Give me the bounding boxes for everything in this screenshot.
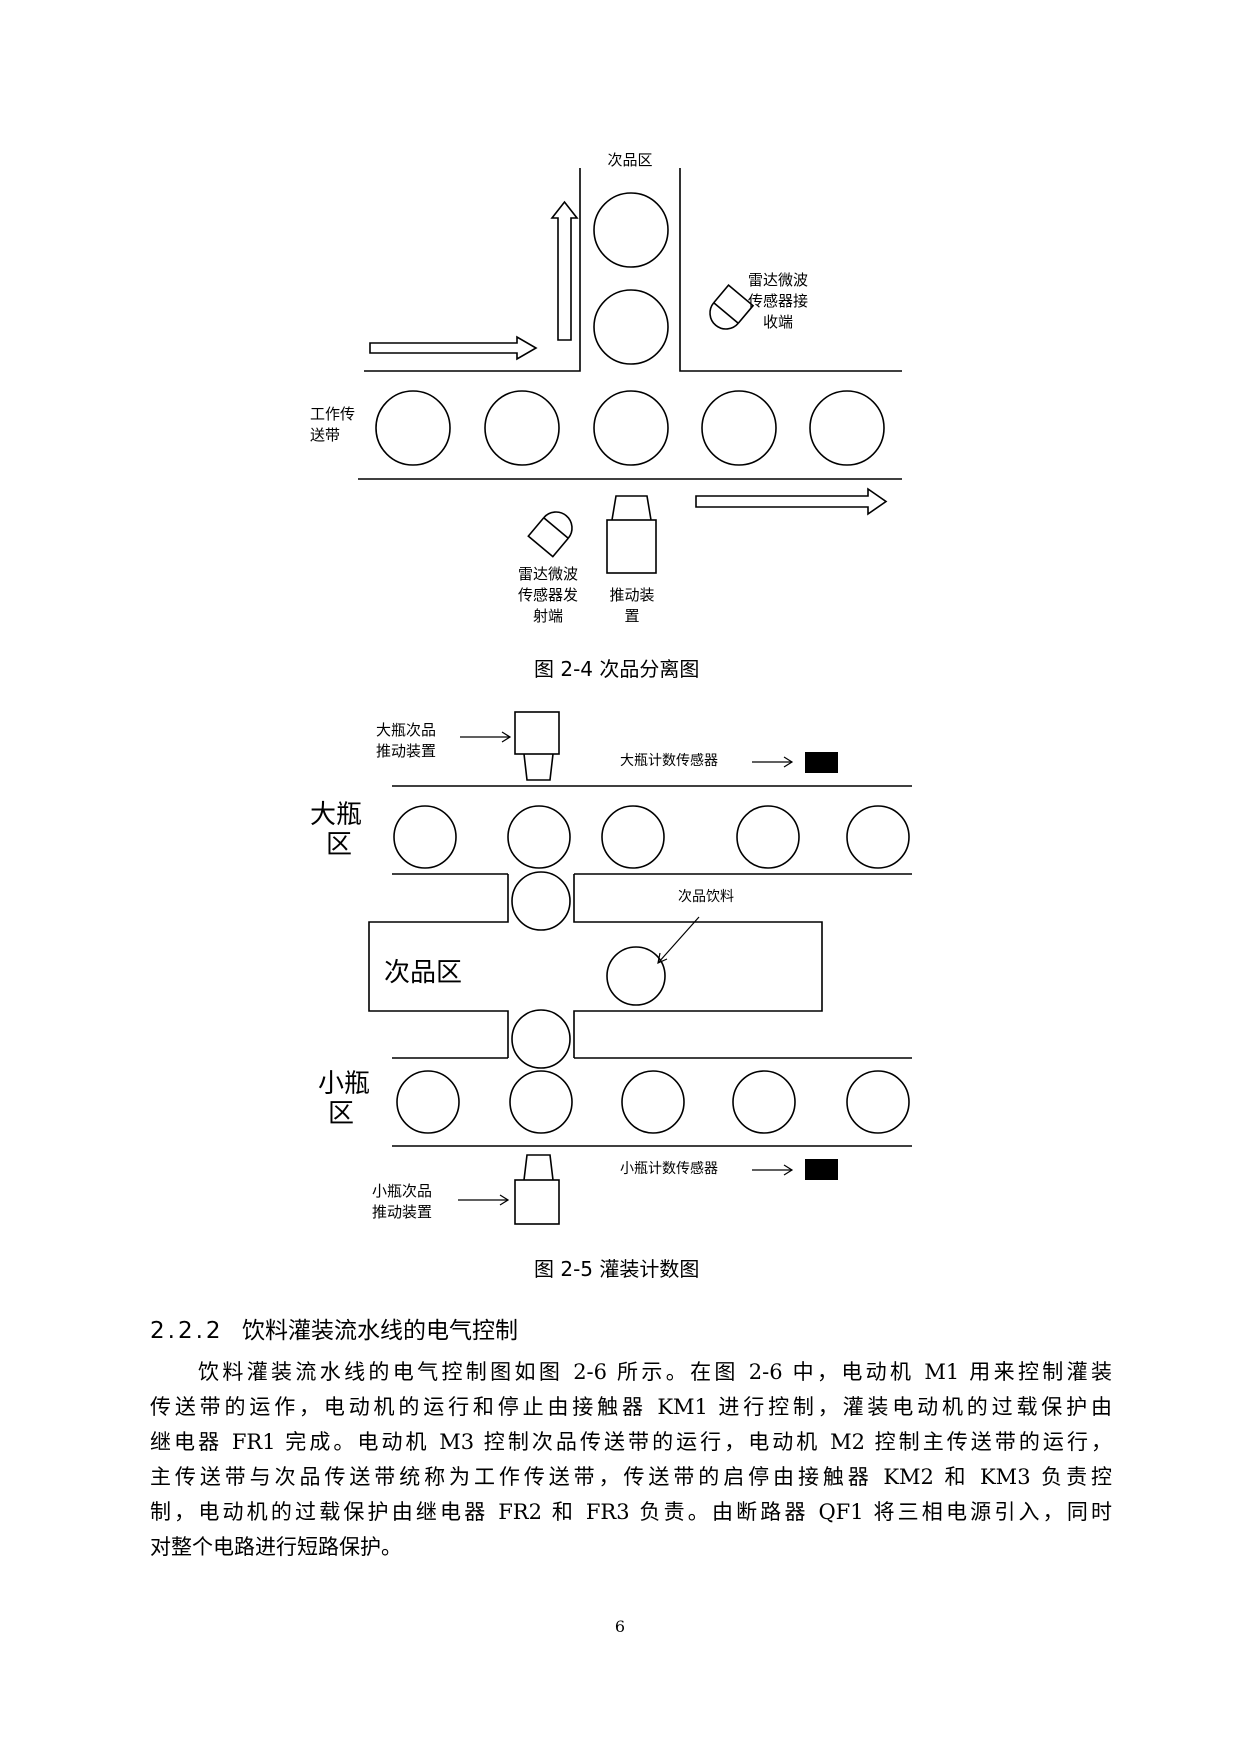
reject-zone-left (368, 874, 509, 1058)
label-large-counter: 大瓶计数传感器 (620, 753, 718, 769)
label-line: 收端 (763, 313, 794, 331)
label-large-zone: 大瓶 区 (310, 800, 362, 860)
bottle (593, 192, 669, 268)
paragraph-line: 主传送带与次品传送带统称为工作传送带，传送带的启停由接触器 KM2 和 KM3 … (150, 1465, 1112, 1489)
bottle (846, 1070, 910, 1134)
paragraph-line: 对整个电路进行短路保护。 (150, 1535, 402, 1559)
bottle (396, 1070, 460, 1134)
small-reject-pusher-icon (514, 1154, 560, 1225)
belt-top-right-edge (679, 168, 902, 372)
label-line: 雷达微波 (748, 271, 809, 289)
bottle (621, 1070, 685, 1134)
paragraph-line: 继电器 FR1 完成。电动机 M3 控制次品传送带的运行，电动机 M2 控制主传… (150, 1430, 1112, 1454)
label-line: 置 (624, 607, 640, 625)
bottle (511, 871, 571, 931)
bottle (601, 805, 665, 869)
bottle (593, 390, 669, 466)
label-large-reject-pusher: 大瓶次品 推动装置 (376, 720, 436, 762)
label-line: 大瓶 (310, 800, 363, 830)
label-line: 推动装置 (376, 742, 437, 760)
bottle (846, 805, 910, 869)
figure-caption: 图 2-5 灌装计数图 (534, 1257, 700, 1281)
bottle (732, 1070, 796, 1134)
radar-emitter-icon (527, 511, 573, 558)
paragraph-line: 传送带的运作，电动机的运行和停止由接触器 KM1 进行控制，灌装电动机的过载保护… (150, 1395, 1112, 1419)
arrow-right-bottom (695, 487, 888, 516)
label-small-zone: 小瓶 区 (318, 1069, 370, 1129)
label-line: 推动装 (609, 586, 655, 604)
label-small-reject-pusher: 小瓶次品 推动装置 (372, 1181, 432, 1223)
pointer-arrows (458, 731, 794, 1206)
arrow-up (550, 200, 579, 341)
label-reject-zone-large: 次品区 (384, 958, 463, 988)
bottle (701, 390, 777, 466)
paragraph-line: 饮料灌装流水线的电气控制图如图 2-6 所示。在图 2-6 中，电动机 M1 用… (198, 1360, 1112, 1384)
label-line: 区 (328, 1099, 355, 1129)
label-line: 传感器发 (517, 586, 578, 604)
bottle (484, 390, 560, 466)
label-small-counter: 小瓶计数传感器 (620, 1161, 718, 1177)
page-number: 6 (614, 1617, 626, 1636)
section-heading: 2.2.2 饮料灌装流水线的电气控制 (150, 1316, 518, 1346)
bottle (593, 289, 669, 365)
small-counter-sensor-icon (805, 1159, 838, 1180)
label-line: 雷达微波 (517, 565, 578, 583)
bottle (509, 1070, 573, 1134)
section-title: 饮料灌装流水线的电气控制 (242, 1318, 518, 1344)
label-reject-drink: 次品饮料 (678, 889, 734, 905)
label-line: 推动装置 (372, 1203, 433, 1221)
reject-zone-right (573, 874, 823, 1058)
filling-count-diagram (368, 711, 912, 1225)
label-pusher: 推动装 置 (602, 585, 662, 627)
large-counter-sensor-icon (805, 752, 838, 773)
figure-caption: 图 2-4 次品分离图 (534, 657, 700, 681)
label-line: 小瓶次品 (372, 1182, 433, 1200)
paragraph-line: 制，电动机的过载保护由继电器 FR2 和 FR3 负责。由断路器 QF1 将三相… (150, 1500, 1112, 1524)
reject-separation-diagram (358, 168, 902, 574)
section-number: 2.2.2 (150, 1318, 224, 1344)
bottle (511, 1009, 571, 1069)
radar-receiver-icon (709, 283, 755, 330)
label-line: 区 (326, 830, 353, 860)
label-line: 小瓶 (318, 1069, 371, 1099)
label-line: 射端 (532, 607, 563, 625)
large-reject-pusher-icon (514, 711, 560, 781)
belt-top-left-edge (364, 168, 581, 372)
bottle (375, 390, 451, 466)
bottle (809, 390, 885, 466)
bottle (393, 805, 457, 869)
arrow-right-top (369, 335, 538, 361)
bottle (736, 805, 800, 869)
label-radar-receiver: 雷达微波 传感器接 收端 (748, 270, 808, 333)
body-paragraph: 饮料灌装流水线的电气控制图如图 2-6 所示。在图 2-6 中，电动机 M1 用… (150, 1355, 1112, 1565)
bottle (507, 805, 571, 869)
label-line: 工作传 (310, 405, 356, 423)
label-line: 大瓶次品 (376, 721, 437, 739)
label-line: 传感器接 (748, 292, 809, 310)
label-line: 送带 (310, 426, 341, 444)
label-radar-emitter: 雷达微波 传感器发 射端 (512, 564, 584, 627)
label-reject-zone: 次品区 (607, 151, 653, 169)
pusher-icon (606, 495, 657, 574)
bottle (606, 946, 666, 1006)
label-work-belt: 工作传 送带 (310, 404, 355, 446)
